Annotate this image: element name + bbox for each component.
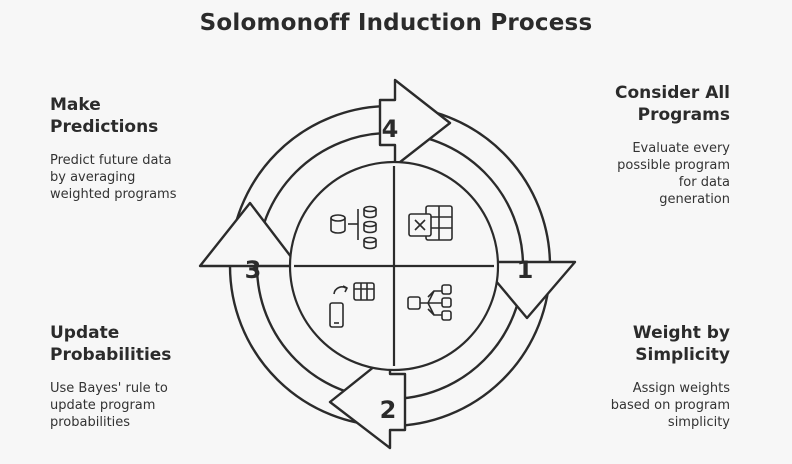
step-number-3: 3 <box>245 256 262 284</box>
step-number-2: 2 <box>380 396 397 424</box>
description-line: Use Bayes' rule to <box>50 381 168 396</box>
step-weight-by-simplicity: Weight by Simplicity Assign weights base… <box>540 322 730 431</box>
description-line: generation <box>659 192 730 207</box>
description-line: Evaluate every <box>632 141 730 156</box>
heading-line: Simplicity <box>635 345 730 365</box>
description-line: probabilities <box>50 415 131 430</box>
description-line: weighted programs <box>50 187 177 202</box>
step-number-4: 4 <box>382 115 399 143</box>
description-line: by averaging <box>50 170 136 185</box>
heading-line: Update <box>50 323 120 343</box>
step-description: Assign weights based on program simplici… <box>540 380 730 431</box>
step-heading: Weight by Simplicity <box>540 322 730 366</box>
heading-line: Predictions <box>50 117 159 137</box>
heading-line: Consider All <box>614 83 730 103</box>
step-description: Evaluate every possible program for data… <box>540 140 730 208</box>
step-heading: Consider All Programs <box>540 82 730 126</box>
description-line: update program <box>50 398 156 413</box>
spreadsheet-icon <box>408 205 453 241</box>
step-make-predictions: Make Predictions Predict future data by … <box>50 94 240 203</box>
step-heading: Update Probabilities <box>50 322 240 366</box>
database-stack-icon <box>330 205 377 250</box>
arrow-step-3 <box>198 201 300 268</box>
description-line: based on program <box>610 398 730 413</box>
heading-line: Probabilities <box>50 345 172 365</box>
step-consider-all-programs: Consider All Programs Evaluate every pos… <box>540 82 730 208</box>
description-line: Predict future data <box>50 153 172 168</box>
step-description: Predict future data by averaging weighte… <box>50 152 240 203</box>
step-heading: Make Predictions <box>50 94 240 138</box>
heading-line: Make <box>50 95 101 115</box>
arrow-step-2 <box>328 352 407 450</box>
description-line: simplicity <box>667 415 730 430</box>
diagram-title: Solomonoff Induction Process <box>199 10 593 36</box>
step-number-1: 1 <box>517 256 534 284</box>
description-line: for data <box>678 175 730 190</box>
step-update-probabilities: Update Probabilities Use Bayes' rule to … <box>50 322 240 431</box>
mobile-sync-icon <box>329 282 375 328</box>
description-line: possible program <box>617 158 730 173</box>
heading-line: Programs <box>637 105 730 125</box>
description-line: Assign weights <box>632 381 730 396</box>
step-description: Use Bayes' rule to update program probab… <box>50 380 240 431</box>
arrow-step-4 <box>378 78 452 168</box>
arrow-step-1 <box>478 260 577 320</box>
flow-distribution-icon <box>407 284 452 321</box>
heading-line: Weight by <box>632 323 730 343</box>
